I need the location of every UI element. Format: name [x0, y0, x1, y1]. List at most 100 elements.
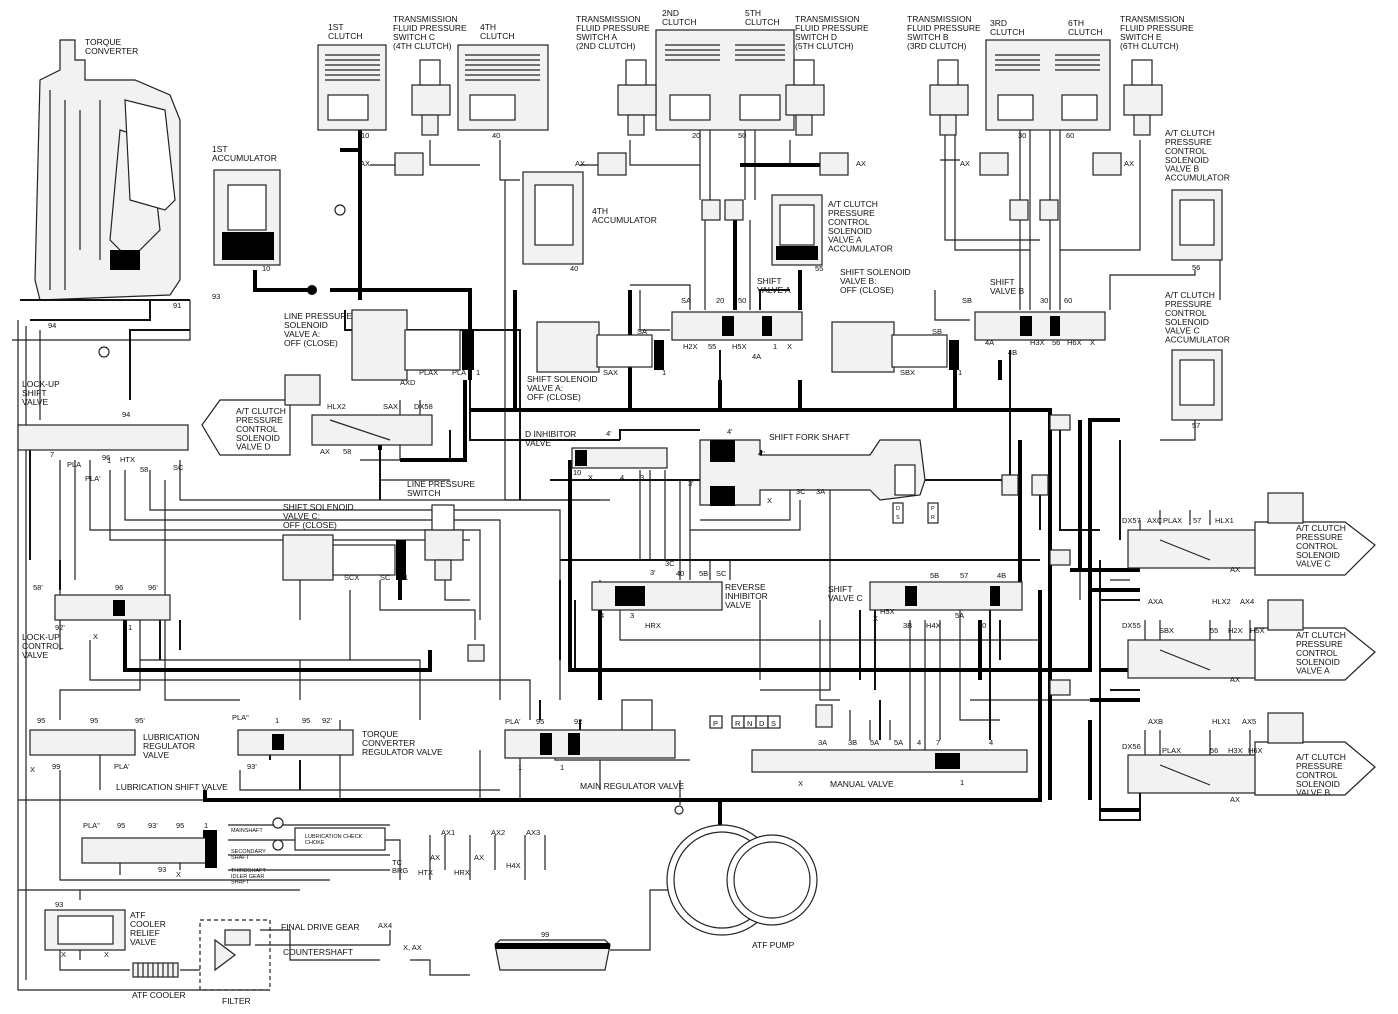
port-1-tcr: 1 [275, 716, 279, 725]
port-1-lcv: 1 [128, 623, 132, 632]
port-96p-lcv: 96' [148, 583, 158, 592]
hlx2-label-d: HLX2 [327, 402, 346, 411]
port-95p-lrv: 95' [135, 716, 145, 725]
sc-label-riv: SC [716, 569, 727, 578]
pla1-label-lrv: PLA' [114, 762, 130, 771]
h5-label-svc: H5X [880, 607, 895, 616]
ax-label-2: AX [575, 159, 585, 168]
port-57-svc: 57 [960, 571, 968, 580]
htx-label-lsv: HTX [120, 455, 135, 464]
port-58-lsv: 58 [140, 465, 148, 474]
manual-valve-label: MANUAL VALVE [830, 779, 894, 789]
filter-label: FILTER [222, 996, 251, 1006]
port-7-mv: 7 [936, 738, 940, 747]
plax-label-c: PLAX [1163, 516, 1182, 525]
clutch-1st-port: 10 [361, 131, 369, 140]
x-label-svb: X [1090, 338, 1095, 347]
port-20-a: 20 [716, 296, 724, 305]
dx57-label: DX57 [1122, 516, 1141, 525]
pos-p: P [713, 719, 718, 728]
x-label-sva: X [787, 342, 792, 351]
atf-cooler: ATF COOLER [132, 962, 186, 1000]
pos-n: N [747, 719, 752, 728]
port-95-tcr: 95 [302, 716, 310, 725]
port-5a-mv2: 5A [894, 738, 903, 747]
sa-label-1: SA [637, 327, 647, 336]
hrx-label: HRX [645, 621, 661, 630]
x-label-mv: X [798, 779, 803, 788]
port-4-mv: 4 [917, 738, 921, 747]
filter-icon [199, 919, 271, 991]
shift-fork-shaft: SHIFT FORK SHAFT 4' 4" 3' 3C 3A X D S P … [688, 427, 939, 524]
ax-label-sl-2: AX [474, 853, 484, 862]
atc-a-accumulator-port: 55 [815, 264, 823, 273]
manual-valve: MANUAL VALVE 3A 3B 5A 5A 4 7 4 X 1 [751, 738, 1028, 789]
d-small-label: D [896, 506, 900, 512]
accumulator-4th-port: 40 [570, 264, 578, 273]
port-4a-sva: 4A [752, 352, 761, 361]
mainshaft-label: MAINSHAFT [231, 828, 263, 834]
port-4-riv: 4 [600, 611, 604, 620]
main-regulator-valve: MAIN REGULATOR VALVE PLA' 95 92 1 1 [504, 699, 685, 791]
port-4-mv2: 4 [989, 738, 993, 747]
ax-label-3: AX [856, 159, 866, 168]
port-1-mrv: 1 [518, 763, 522, 772]
port-1-sva: 1 [773, 342, 777, 351]
gauge-icon-3 [98, 346, 110, 358]
port-5b-riv: 5B [699, 569, 708, 578]
port-50-a: 50 [738, 296, 746, 305]
port-95-lshv: 95 [117, 821, 125, 830]
port-10-dinh: 10 [573, 468, 581, 477]
ax-label-c: AX [1230, 565, 1240, 574]
pos-s: S [771, 719, 776, 728]
port-30-b: 30 [1040, 296, 1048, 305]
port-3c-sfs: 3C [796, 487, 806, 496]
x-label-acr-1: X [61, 950, 66, 959]
port-3-dinh: 3 [640, 473, 644, 482]
main-regulator-label: MAIN REGULATOR VALVE [580, 781, 685, 791]
gauge-icon-4 [334, 204, 346, 216]
ax-label-1: AX [360, 159, 370, 168]
ax4-label-bottom: AX4 [378, 921, 392, 930]
pos-p-box [709, 715, 723, 729]
shift-position-indicator: P R N D S [709, 715, 781, 729]
x-label-svc: X [873, 614, 878, 623]
port-10-svc: 10 [978, 621, 986, 630]
port-96-lcv: 96 [115, 583, 123, 592]
clutch-3rd-port: 30 [1018, 131, 1026, 140]
h2x-label: H2X [683, 342, 698, 351]
countershaft-label: COUNTERSHAFT [283, 947, 353, 957]
h5x-label: H5X [732, 342, 747, 351]
x-label-lrv: X [30, 765, 35, 774]
r-small-label: R [931, 515, 935, 521]
ax-label-b: AX [1230, 795, 1240, 804]
port-93-acr: 93 [55, 900, 63, 909]
port-56-svb: 56 [1052, 338, 1060, 347]
hrx-label-sl: HRX [454, 868, 470, 877]
gear-shafts: FINAL DRIVE GEAR COUNTERSHAFT AX4 X, AX [281, 921, 422, 957]
h6x-label: H6X [1067, 338, 1082, 347]
